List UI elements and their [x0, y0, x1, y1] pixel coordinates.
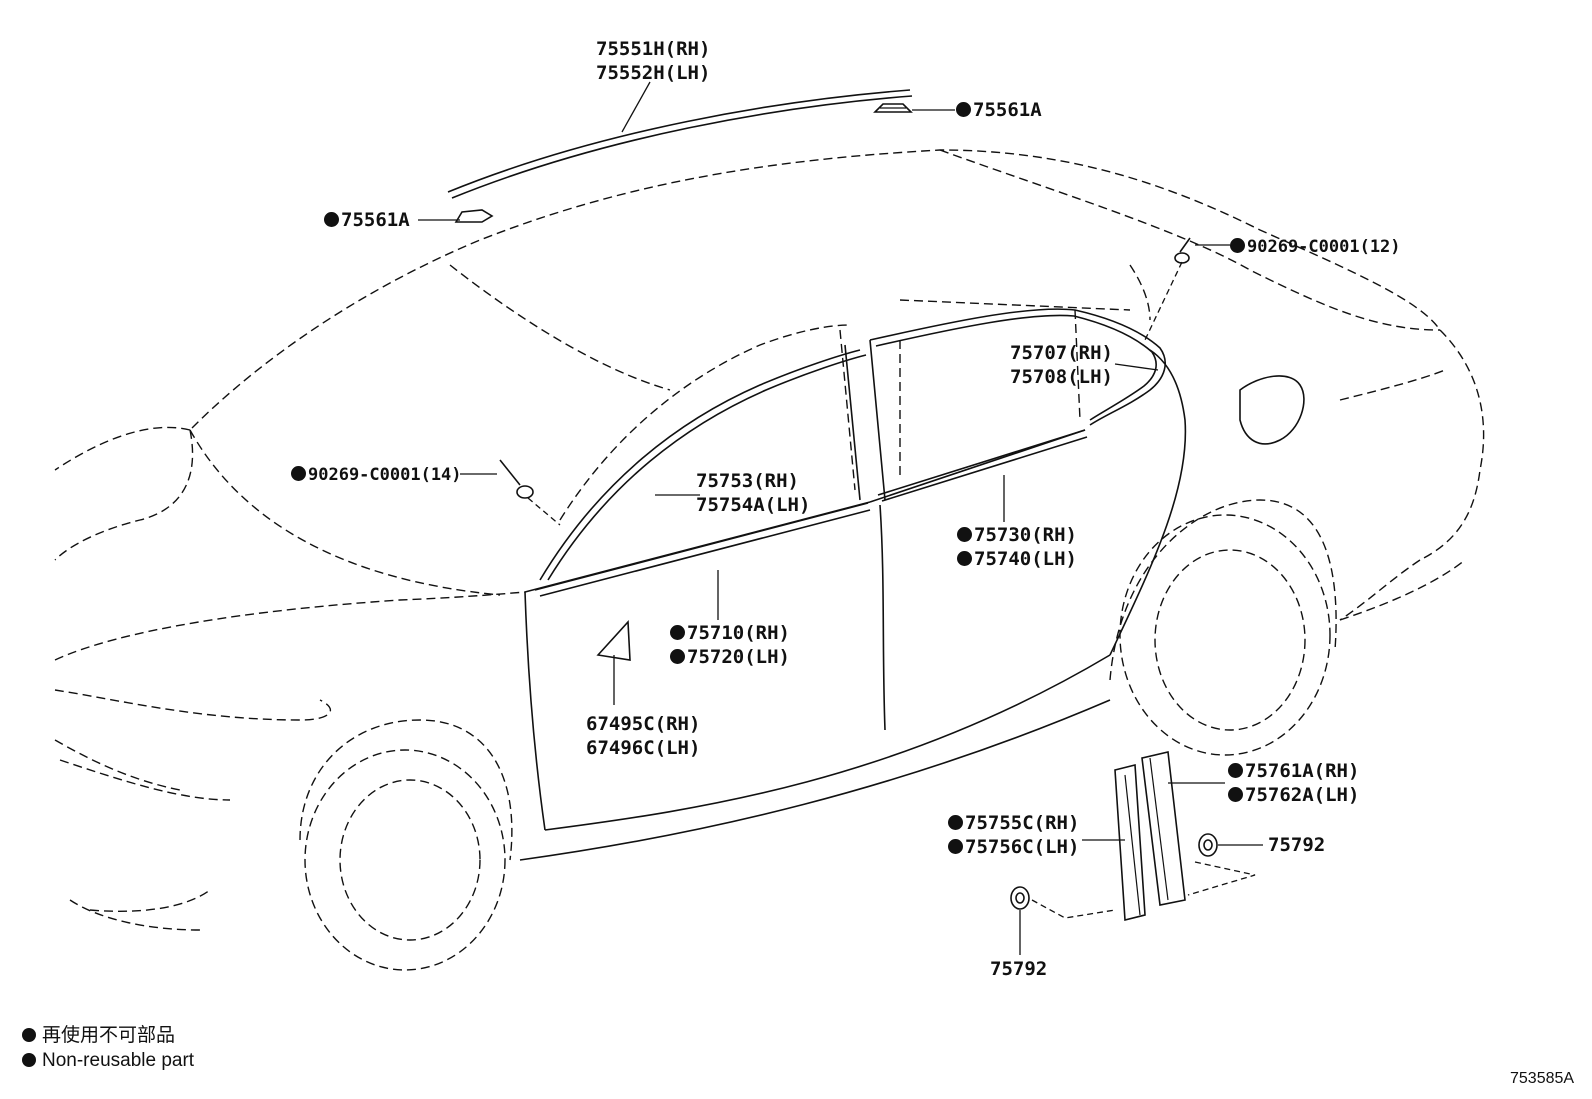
legend-japanese: 再使用不可部品	[22, 1024, 175, 1048]
pillar-clip-parts	[1010, 833, 1218, 910]
label-clip-rear-text: 75561A	[973, 99, 1042, 121]
roof-clip-front-part	[454, 209, 494, 223]
label-clip-pillar-bottom: 75792	[990, 958, 1048, 980]
label-clip-front: 75561A	[324, 209, 410, 231]
label-rivet-rear-text: 90269-C0001(12)	[1247, 237, 1401, 257]
non-reusable-dot-icon	[324, 212, 339, 227]
label-front-frame-lh: 75754A(LH)	[696, 494, 811, 516]
label-rivet-front: 90269-C0001(14)	[291, 464, 462, 486]
label-rear-belt-rh-text: 75730(RH)	[974, 524, 1077, 546]
label-clip-rear: 75561A	[956, 99, 1042, 121]
non-reusable-dot-icon	[948, 815, 963, 830]
label-pillar-rear-lh-text: 75762A(LH)	[1245, 784, 1360, 806]
label-pillar-rear-lh: 75762A(LH)	[1228, 784, 1359, 806]
label-rear-frame-lh: 75708(LH)	[1010, 366, 1113, 388]
mirror-cover-part	[596, 620, 631, 661]
label-front-belt-lh: 75720(LH)	[670, 646, 790, 668]
non-reusable-dot-icon	[670, 625, 685, 640]
legend-japanese-text: 再使用不可部品	[42, 1025, 176, 1046]
non-reusable-dot-icon	[948, 839, 963, 854]
door-outlines	[519, 339, 1187, 861]
diagram-ref-code: 753585A	[1510, 1070, 1575, 1087]
leader-lines	[418, 81, 1263, 955]
label-front-belt-lh-text: 75720(LH)	[687, 646, 790, 668]
car-body-outline	[54, 149, 1485, 971]
label-front-belt-rh: 75710(RH)	[670, 622, 790, 644]
non-reusable-dot-icon	[291, 466, 306, 481]
pillar-garnish-parts	[1114, 751, 1186, 922]
rear-belt-molding-part	[877, 429, 1088, 502]
label-rear-frame-rh: 75707(RH)	[1010, 342, 1113, 364]
label-pillar-front-lh-text: 75756C(LH)	[965, 836, 1080, 858]
rear-door-frame-part	[869, 299, 1166, 480]
label-rear-belt-lh: 75740(LH)	[957, 548, 1077, 570]
label-rivet-rear: 90269-C0001(12)	[1230, 236, 1401, 258]
label-pillar-rear-rh: 75761A(RH)	[1228, 760, 1359, 782]
roof-molding-part	[447, 89, 913, 199]
front-belt-molding-part	[534, 502, 871, 597]
non-reusable-dot-icon	[22, 1028, 36, 1042]
label-pillar-front-lh: 75756C(LH)	[948, 836, 1079, 858]
front-window-dashed	[559, 324, 856, 521]
label-rear-belt-lh-text: 75740(LH)	[974, 548, 1077, 570]
legend-english: Non-reusable part	[22, 1049, 194, 1073]
non-reusable-dot-icon	[1230, 238, 1245, 253]
roof-clip-rear-part	[873, 103, 913, 113]
front-door-frame-part	[539, 349, 867, 581]
non-reusable-dot-icon	[670, 649, 685, 664]
label-rivet-front-text: 90269-C0001(14)	[308, 465, 462, 485]
label-pillar-rear-rh-text: 75761A(RH)	[1245, 760, 1360, 782]
label-mirror-cover-rh: 67495C(RH)	[586, 713, 701, 735]
non-reusable-dot-icon	[957, 551, 972, 566]
label-pillar-front-rh-text: 75755C(RH)	[965, 812, 1080, 834]
non-reusable-dot-icon	[1228, 763, 1243, 778]
label-clip-pillar-right: 75792	[1268, 834, 1326, 856]
label-front-belt-rh-text: 75710(RH)	[687, 622, 790, 644]
non-reusable-dot-icon	[22, 1053, 36, 1067]
legend-english-text: Non-reusable part	[42, 1050, 195, 1071]
non-reusable-dot-icon	[1228, 787, 1243, 802]
label-pillar-front-rh: 75755C(RH)	[948, 812, 1079, 834]
non-reusable-dot-icon	[956, 102, 971, 117]
label-rear-belt-rh: 75730(RH)	[957, 524, 1077, 546]
non-reusable-dot-icon	[957, 527, 972, 542]
label-mirror-cover-lh: 67496C(LH)	[586, 737, 701, 759]
label-roof-molding-lh: 75552H(LH)	[596, 62, 711, 84]
label-front-frame-rh: 75753(RH)	[696, 470, 799, 492]
label-clip-front-text: 75561A	[341, 209, 410, 231]
label-roof-molding-rh: 75551H(RH)	[596, 38, 711, 60]
